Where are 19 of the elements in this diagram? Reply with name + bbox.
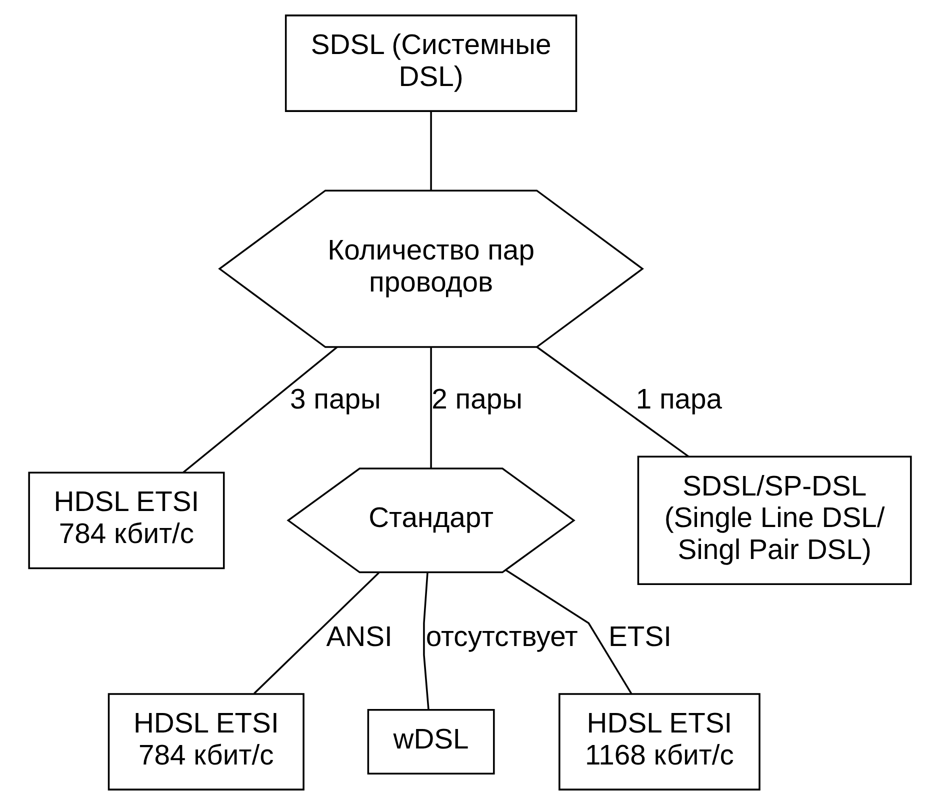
edge-label: ETSI (608, 620, 671, 653)
node-box: SDSL/SP-DSL (Single Line DSL/ Singl Pair DSL) (636, 456, 912, 586)
connector (430, 111, 432, 190)
edge-label: отсутствует (425, 620, 578, 653)
edge-label: ANSI (326, 620, 392, 653)
edge-label: 2 пары (431, 384, 522, 416)
node-box: HDSL ETSI 784 кбит/с (28, 472, 224, 570)
connector (182, 346, 338, 474)
connector (536, 346, 689, 458)
edge-label: 1 пара (635, 384, 722, 416)
node-box: HDSL ETSI 1168 кбит/с (558, 693, 760, 790)
node-box: HDSL ETSI 784 кбит/с (107, 693, 304, 790)
connector (430, 347, 432, 468)
connector (422, 572, 429, 710)
connector (504, 569, 632, 694)
node-box: wDSL (366, 709, 494, 775)
connector (253, 572, 379, 694)
node-box: SDSL (Системные DSL) (284, 14, 577, 112)
edge-label: 3 пары (290, 384, 380, 416)
